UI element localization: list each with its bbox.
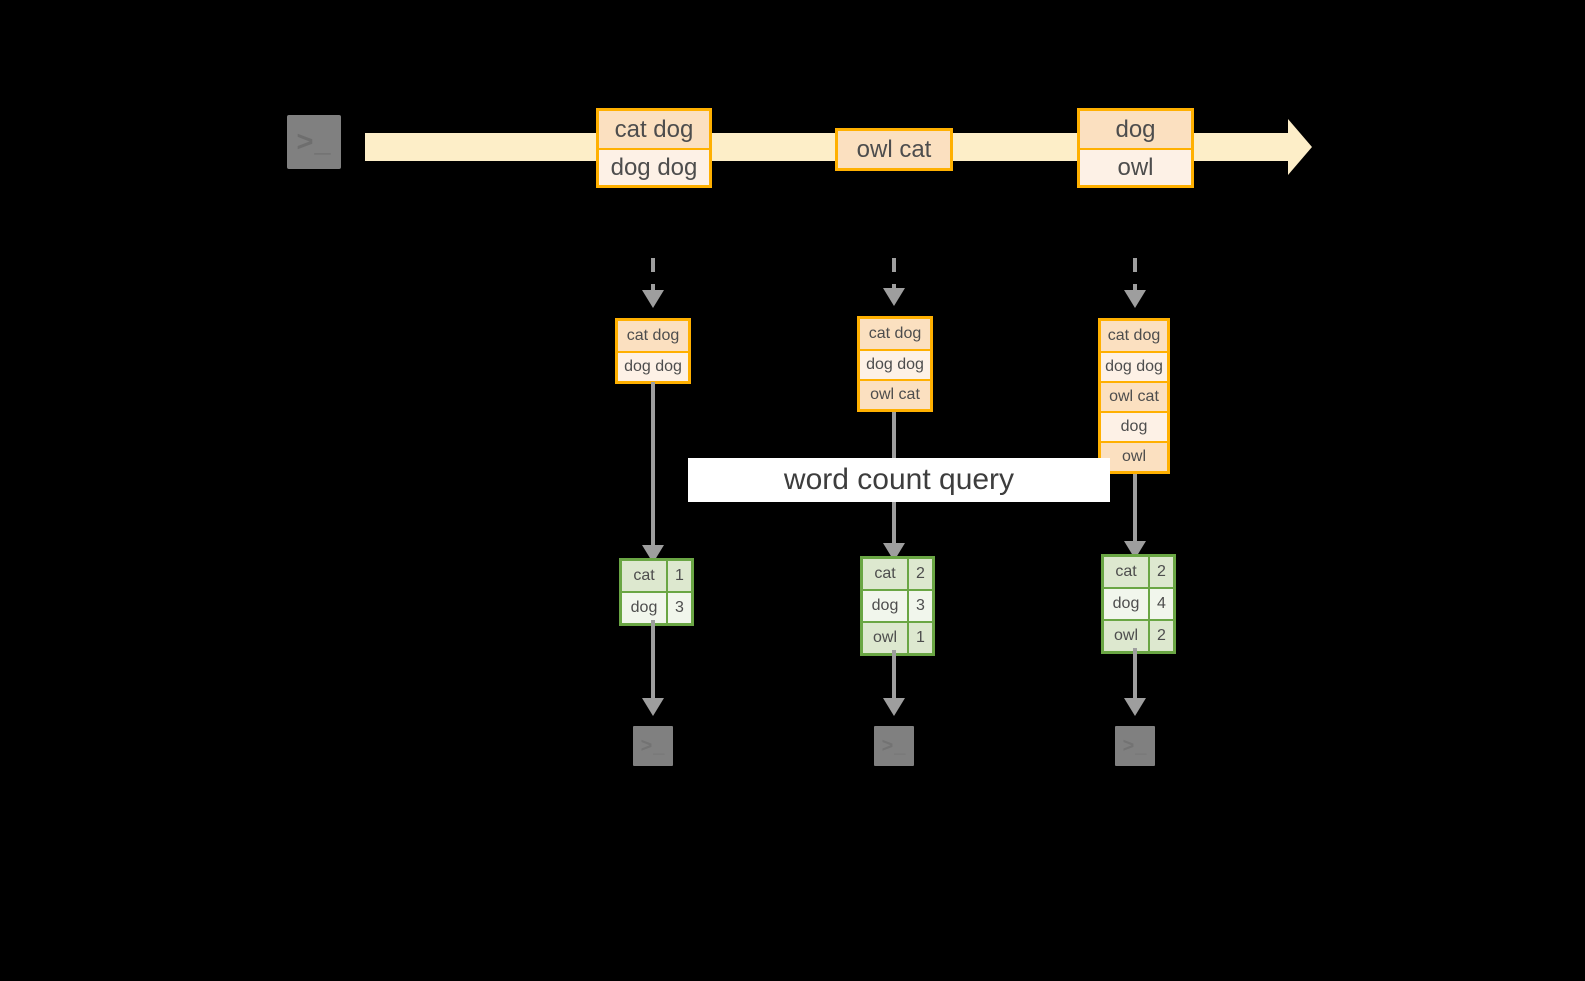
table-cell-count: 1 [907,623,932,653]
table-row: dog 3 [622,591,691,623]
table-cell-word: cat [863,559,907,589]
snapshot-tap-line-3 [1133,258,1137,300]
table-row: dog 3 [863,589,932,621]
snapshot-1-query-line [651,382,655,560]
table-cell-count: 4 [1148,589,1173,619]
terminal-prompt-glyph: >_ [296,125,332,158]
snapshot-1-sink-arrowhead-icon [642,698,664,716]
record-line: owl [1080,148,1191,185]
snapshot-tap-arrowhead-2-icon [883,288,905,306]
table-cell-word: owl [1104,621,1148,651]
terminal-prompt-glyph: >_ [1122,734,1148,757]
table-cell-count: 2 [1148,621,1173,651]
snapshot-3-query-line [1133,474,1137,560]
snapshot-2-sink-terminal-icon: >_ [866,718,922,774]
snapshot-3-input-record: cat dog dog dog owl cat dog owl [1098,318,1170,474]
table-cell-count: 3 [907,591,932,621]
record-line: dog dog [618,351,688,381]
record-line: dog [1080,111,1191,148]
snapshot-2-result-table: cat 2 dog 3 owl 1 [860,556,935,656]
snapshot-3-result-table: cat 2 dog 4 owl 2 [1101,554,1176,654]
record-line: dog dog [860,349,930,379]
snapshot-3-sink-line [1133,648,1137,710]
snapshot-tap-arrowhead-3-icon [1124,290,1146,308]
table-cell-count: 1 [666,561,691,591]
table-row: owl 2 [1104,619,1173,651]
snapshot-2-input-record: cat dog dog dog owl cat [857,316,933,412]
table-cell-count: 2 [1148,557,1173,587]
stream-arrow-head-icon [1288,119,1312,175]
table-row: cat 2 [863,559,932,589]
snapshot-tap-line-2 [892,258,896,300]
table-cell-count: 3 [666,593,691,623]
record-line: cat dog [860,319,930,349]
record-line: dog [1101,411,1167,441]
table-cell-word: cat [622,561,666,591]
table-cell-word: cat [1104,557,1148,587]
snapshot-tap-line-1 [651,258,655,300]
record-line: cat dog [599,111,709,148]
record-line: cat dog [618,321,688,351]
table-cell-count: 2 [907,559,932,589]
record-line: owl cat [838,131,950,168]
record-line: dog dog [1101,351,1167,381]
record-line: cat dog [1101,321,1167,351]
record-line: dog dog [599,148,709,185]
snapshot-1-sink-line [651,620,655,710]
table-row: cat 2 [1104,557,1173,587]
table-row: cat 1 [622,561,691,591]
record-line: owl cat [860,379,930,409]
table-cell-word: dog [1104,589,1148,619]
terminal-prompt-glyph: >_ [881,734,907,757]
stream-record-2: owl cat [835,128,953,171]
snapshot-2-sink-arrowhead-icon [883,698,905,716]
query-banner: word count query [688,458,1110,502]
snapshot-3-sink-terminal-icon: >_ [1107,718,1163,774]
record-line: owl [1101,441,1167,471]
source-terminal-icon: >_ [277,105,351,179]
terminal-prompt-glyph: >_ [640,734,666,757]
snapshot-1-input-record: cat dog dog dog [615,318,691,384]
table-row: owl 1 [863,621,932,653]
stream-record-3: dog owl [1077,108,1194,188]
table-cell-word: dog [622,593,666,623]
table-row: dog 4 [1104,587,1173,619]
snapshot-1-result-table: cat 1 dog 3 [619,558,694,626]
stream-record-1: cat dog dog dog [596,108,712,188]
snapshot-3-sink-arrowhead-icon [1124,698,1146,716]
table-cell-word: dog [863,591,907,621]
query-banner-label: word count query [783,463,1015,496]
snapshot-1-sink-terminal-icon: >_ [625,718,681,774]
record-line: owl cat [1101,381,1167,411]
snapshot-2-sink-line [892,650,896,710]
table-cell-word: owl [863,623,907,653]
snapshot-tap-arrowhead-1-icon [642,290,664,308]
